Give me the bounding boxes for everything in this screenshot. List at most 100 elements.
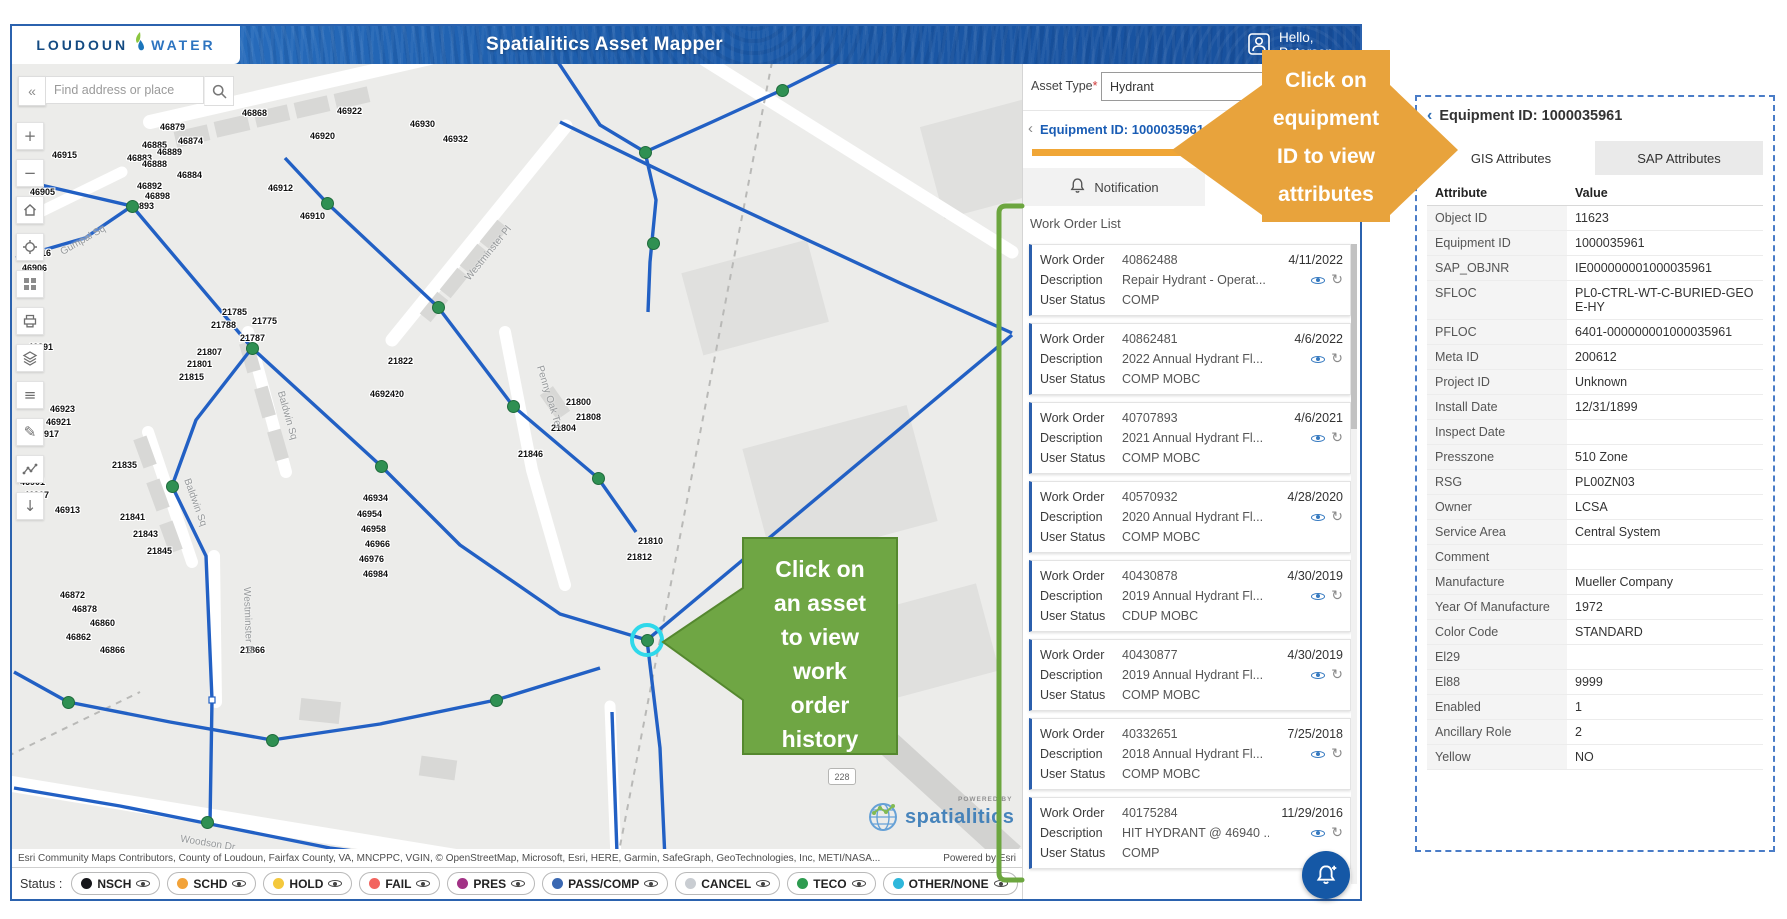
sync-work-order-icon[interactable]: ↻ — [1331, 509, 1343, 525]
sync-work-order-icon[interactable]: ↻ — [1331, 667, 1343, 683]
search-input[interactable] — [46, 76, 204, 104]
back-chevron-icon[interactable]: ‹ — [1028, 120, 1033, 137]
hydrant-marker[interactable] — [266, 734, 279, 747]
visibility-eye-icon[interactable] — [416, 877, 431, 890]
work-order-status: COMP — [1122, 846, 1160, 860]
status-pill-label: CANCEL — [701, 876, 752, 891]
zoom-in-button[interactable]: + — [16, 122, 44, 150]
visibility-eye-icon[interactable] — [511, 877, 526, 890]
sync-work-order-icon[interactable]: ↻ — [1331, 430, 1343, 446]
back-chevron-icon[interactable]: ‹ — [1427, 107, 1433, 124]
hydrant-marker[interactable] — [166, 480, 179, 493]
sync-work-order-icon[interactable]: ↻ — [1331, 351, 1343, 367]
edit-note-icon[interactable] — [1233, 176, 1259, 202]
measure-button[interactable] — [16, 455, 44, 483]
draw-button[interactable]: ✎ — [16, 418, 44, 446]
hydrant-marker[interactable] — [201, 816, 214, 829]
download-button[interactable]: ↓ — [16, 492, 44, 520]
basemap-gallery-button[interactable] — [16, 270, 44, 298]
address-label: 21788 — [211, 320, 237, 330]
status-pill-fail[interactable]: FAIL — [359, 872, 441, 895]
scrollbar-track[interactable] — [1351, 244, 1357, 884]
status-color-dot — [457, 878, 469, 889]
zoom-out-button[interactable]: − — [16, 159, 44, 187]
status-pill-pres[interactable]: PRES — [447, 872, 536, 895]
layers-button[interactable] — [16, 344, 44, 372]
hydrant-marker[interactable] — [490, 694, 503, 707]
locate-button[interactable] — [16, 233, 44, 261]
view-work-order-icon[interactable] — [1311, 353, 1326, 366]
tab-sap-attributes[interactable]: SAP Attributes — [1595, 141, 1763, 175]
status-pill-label: PASS/COMP — [568, 876, 640, 891]
legend-button[interactable]: ≡ — [16, 381, 44, 409]
sync-work-order-icon[interactable]: ↻ — [1331, 746, 1343, 762]
visibility-eye-icon[interactable] — [328, 877, 343, 890]
view-work-order-icon[interactable] — [1311, 511, 1326, 524]
attributes-panel-header: ‹ Equipment ID: 1000035961 — [1427, 107, 1622, 125]
sync-work-order-icon[interactable]: ↻ — [1331, 588, 1343, 604]
address-label: 21804 — [551, 423, 577, 433]
add-notification-fab[interactable] — [1302, 851, 1350, 899]
status-pill-hold[interactable]: HOLD — [263, 872, 353, 895]
visibility-eye-icon[interactable] — [644, 877, 659, 890]
hydrant-marker[interactable] — [639, 146, 652, 159]
hydrant-marker[interactable] — [246, 342, 259, 355]
address-label: 46888 — [142, 159, 168, 169]
hydrant-marker[interactable] — [321, 197, 334, 210]
user-menu[interactable]: Hello, Peterson — [1247, 26, 1360, 64]
view-work-order-icon[interactable] — [1311, 590, 1326, 603]
visibility-eye-icon[interactable] — [136, 877, 151, 890]
notification-button[interactable]: Notification — [1023, 168, 1205, 206]
status-pill-cancel[interactable]: CANCEL — [675, 872, 781, 895]
print-button[interactable] — [16, 307, 44, 335]
work-order-id: 40570932 — [1122, 490, 1178, 504]
status-pill-other-none[interactable]: OTHER/NONE — [882, 872, 1018, 895]
title-bar: Spatialitics Asset Mapper — [12, 26, 1197, 64]
status-pill-pass-comp[interactable]: PASS/COMP — [542, 872, 669, 895]
hydrant-marker[interactable] — [432, 301, 445, 314]
status-pill-schd[interactable]: SCHD — [167, 872, 257, 895]
equipment-id-link[interactable]: Equipment ID: 1000035961 — [1040, 122, 1205, 137]
view-work-order-icon[interactable] — [1311, 827, 1326, 840]
sync-work-order-icon[interactable]: ↻ — [1331, 825, 1343, 841]
visibility-eye-icon[interactable] — [232, 877, 247, 890]
view-work-order-icon[interactable] — [1311, 669, 1326, 682]
visibility-eye-icon[interactable] — [756, 877, 771, 890]
status-pill-teco[interactable]: TECO — [787, 872, 876, 895]
hydrant-marker[interactable] — [375, 460, 388, 473]
view-work-order-icon[interactable] — [1311, 274, 1326, 287]
address-label: 46932 — [443, 134, 469, 144]
visibility-eye-icon[interactable] — [851, 877, 866, 890]
work-order-date: 4/6/2022 — [1294, 332, 1343, 346]
hydrant-marker[interactable] — [647, 237, 660, 250]
status-pill-nsch[interactable]: NSCH — [71, 872, 161, 895]
collapse-search-button[interactable]: « — [18, 76, 46, 106]
home-button[interactable] — [16, 196, 44, 224]
hydrant-marker[interactable] — [592, 472, 605, 485]
view-work-order-icon[interactable] — [1311, 748, 1326, 761]
search-icon[interactable] — [204, 76, 234, 106]
work-order-status: COMP — [1122, 293, 1160, 307]
asset-type-dropdown[interactable]: Hydrant ▼ — [1101, 72, 1339, 101]
scrollbar-thumb[interactable] — [1351, 244, 1357, 429]
tab-gis-attributes[interactable]: GIS Attributes — [1427, 141, 1595, 175]
visibility-eye-icon[interactable] — [993, 877, 1008, 890]
hydrant-marker[interactable] — [126, 200, 139, 213]
hydrant-marker[interactable] — [776, 84, 789, 97]
hydrant-marker[interactable] — [507, 400, 520, 413]
hydrant-marker[interactable] — [62, 696, 75, 709]
view-work-order-icon[interactable] — [1311, 432, 1326, 445]
sync-work-order-icon[interactable]: ↻ — [1331, 272, 1343, 288]
